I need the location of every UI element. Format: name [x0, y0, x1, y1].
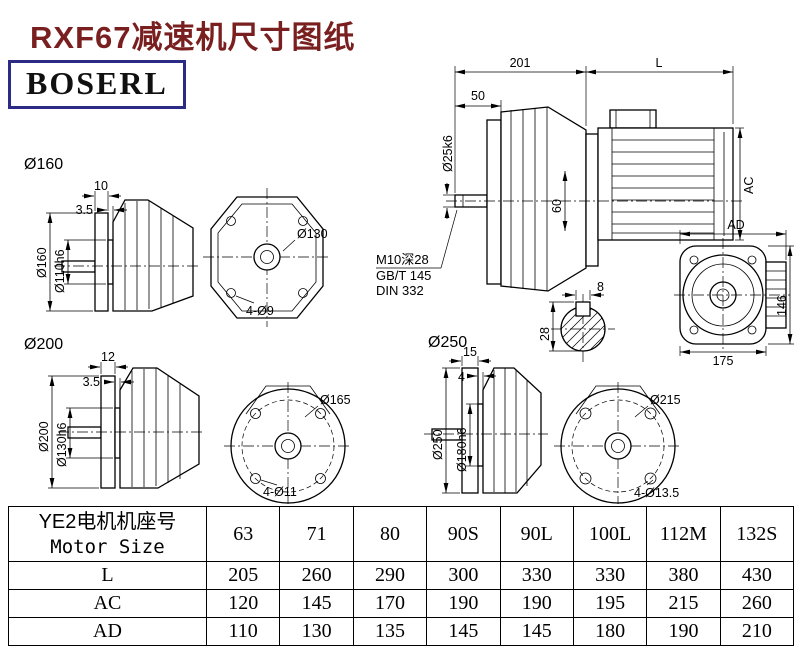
dim-flange160-diameter-label: Ø160: [35, 247, 49, 278]
cell-AD-132S: 210: [719, 617, 795, 646]
cell-AD-71: 130: [279, 617, 354, 646]
dim-60-label: 60: [550, 199, 564, 213]
col-header-63: 63: [205, 506, 281, 562]
flange200-side-view: Ø200 12 3.5 Ø200: [24, 336, 204, 489]
main-assembly-view: 201 L 50 Ø25k6 60 AC: [441, 56, 756, 292]
dim-10-label: 10: [94, 179, 108, 193]
shaft-key-section: 8 28: [538, 280, 615, 362]
thread-note-line1: M10深28: [376, 252, 429, 267]
table-row-AD: AD 110 130 135 145 145 180 190 210: [8, 617, 795, 646]
cell-AD-100L: 180: [572, 617, 648, 646]
dim-4-label: 4: [458, 370, 465, 384]
flange160-front-view: Ø130 4-Ø9: [203, 188, 331, 327]
dim-146-label: 146: [775, 295, 789, 316]
row-label-AC: AC: [8, 589, 207, 618]
dim-holes-4x13p5-label: 4-Ø13.5: [634, 486, 679, 500]
dim-15-label: 15: [463, 345, 477, 359]
dim-key-height-label: 28: [538, 327, 552, 341]
cell-AC-100L: 195: [572, 589, 648, 618]
dim-201-label: 201: [510, 56, 531, 70]
dim-flange200-diameter-label: Ø200: [37, 421, 51, 452]
cell-L-112M: 380: [646, 561, 721, 590]
row-label-L: L: [8, 561, 207, 590]
cell-L-71: 260: [279, 561, 354, 590]
motor-size-header-cell: YE2电机机座号 Motor Size: [8, 506, 207, 562]
dim-shaft-diameter-label: Ø25k6: [441, 135, 455, 172]
col-header-90S: 90S: [426, 506, 501, 562]
col-header-90L: 90L: [499, 506, 574, 562]
cell-AD-90L: 145: [499, 617, 574, 646]
cell-L-80: 290: [352, 561, 428, 590]
cell-AC-80: 170: [352, 589, 428, 618]
dim-bolt-circle215-label: Ø215: [650, 393, 681, 407]
cell-AC-112M: 215: [646, 589, 721, 618]
flange200-label: Ø200: [24, 336, 63, 353]
logo-text: BOSERL: [26, 65, 168, 101]
cell-AC-132S: 260: [719, 589, 795, 618]
flange250-front-view: Ø215 4-Ø13.5: [554, 382, 682, 504]
dim-175-label: 175: [713, 354, 734, 368]
flange250-label: Ø250: [428, 334, 467, 351]
flange200-front-view: Ø165 4-Ø11: [224, 382, 352, 504]
dim-spigot110-label: Ø110h6: [53, 249, 67, 293]
cell-L-90L: 330: [499, 561, 574, 590]
dim-spigot180-label: Ø180h6: [455, 427, 469, 472]
logo-box: BOSERL: [8, 60, 186, 109]
col-header-132S: 132S: [719, 506, 795, 562]
dim-3p5-200-label: 3.5: [83, 375, 100, 389]
dim-flange250-diameter-label: Ø250: [431, 429, 445, 460]
cell-AD-80: 135: [352, 617, 428, 646]
cell-AC-90L: 190: [499, 589, 574, 618]
cell-AD-112M: 190: [646, 617, 721, 646]
dim-50-label: 50: [471, 89, 485, 103]
cell-AC-90S: 190: [426, 589, 501, 618]
col-header-112M: 112M: [646, 506, 721, 562]
table-row-L: L 205 260 290 300 330 330 380 430: [8, 561, 795, 590]
dim-12-label: 12: [101, 350, 115, 364]
col-header-100L: 100L: [572, 506, 648, 562]
dim-L-label: L: [656, 56, 663, 70]
cell-AD-90S: 145: [426, 617, 501, 646]
cell-L-63: 205: [205, 561, 281, 590]
col-header-71: 71: [279, 506, 354, 562]
header-motor-size-cn: YE2电机机座号: [38, 510, 177, 533]
cell-AC-63: 120: [205, 589, 281, 618]
cell-L-90S: 300: [426, 561, 501, 590]
dim-AD-label: AD: [727, 218, 744, 232]
page-title: RXF67减速机尺寸图纸: [30, 20, 356, 55]
flange160-side-view: Ø160 10 3.5 Ø160: [24, 156, 198, 312]
flange160-label: Ø160: [24, 156, 63, 173]
row-label-AD: AD: [8, 617, 207, 646]
dim-bolt-circle165-label: Ø165: [320, 393, 351, 407]
motor-dimension-table: YE2电机机座号 Motor Size 63 71 80 90S 90L 100…: [8, 506, 795, 646]
table-row-AC: AC 120 145 170 190 190 195 215 260: [8, 589, 795, 618]
dim-key-width-label: 8: [597, 280, 604, 294]
dim-AC-label: AC: [742, 177, 756, 194]
table-header-row: YE2电机机座号 Motor Size 63 71 80 90S 90L 100…: [8, 506, 795, 562]
cell-AC-71: 145: [279, 589, 354, 618]
cell-L-132S: 430: [719, 561, 795, 590]
drawing-canvas: 201 L 50 Ø25k6 60 AC M10深28 GB/T 145 DIN…: [24, 56, 794, 504]
col-header-80: 80: [352, 506, 428, 562]
thread-note-line3: DIN 332: [376, 283, 424, 298]
header-motor-size-en: Motor Size: [50, 535, 165, 558]
motor-ad-view: AD 146 175: [674, 218, 794, 368]
cell-AD-63: 110: [205, 617, 281, 646]
dim-3p5-label: 3.5: [76, 203, 93, 217]
dim-holes-4x11-label: 4-Ø11: [263, 485, 297, 499]
dim-holes-4x9-label: 4-Ø9: [246, 304, 274, 318]
thread-note: M10深28 GB/T 145 DIN 332: [376, 209, 458, 298]
dim-spigot130-label: Ø130h6: [55, 422, 69, 467]
thread-note-line2: GB/T 145: [376, 268, 431, 283]
cell-L-100L: 330: [572, 561, 648, 590]
flange250-side-view: Ø250 15 4 Ø250 Ø18: [424, 334, 548, 494]
dim-bolt-circle130-label: Ø130: [297, 227, 328, 241]
